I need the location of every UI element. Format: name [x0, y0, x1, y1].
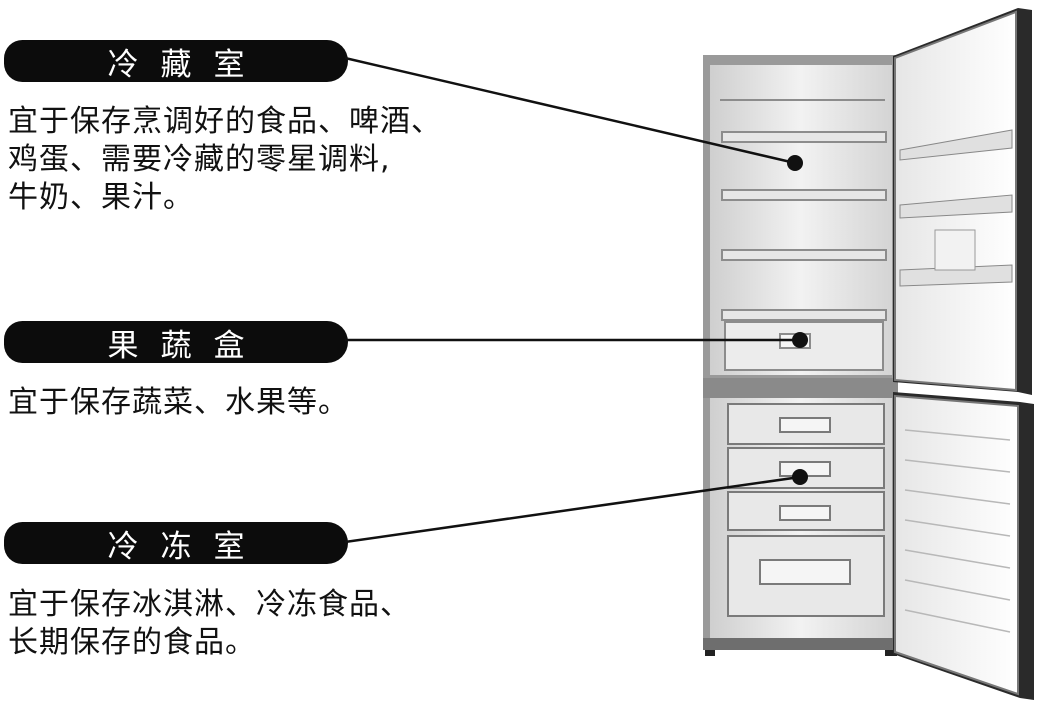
pointer-dot-refrigerator [787, 155, 803, 171]
leader-lines [344, 56, 801, 544]
description-line: 鸡蛋、需要冷藏的零星调料, [8, 142, 391, 177]
pointer-dot-freezer [792, 469, 808, 485]
leader-line-freezer [344, 475, 801, 544]
freezer-drawers [727, 403, 885, 617]
label-crisper: 果蔬盒 [4, 321, 348, 364]
fridge-upper-door [893, 8, 1032, 395]
leader-line-refrigerator [344, 56, 796, 165]
description-refrigerator: 宜于保存烹调好的食品、啤酒、 鸡蛋、需要冷藏的零星调料, 牛奶、果汁。 [8, 103, 442, 217]
label-refrigerator-text: 冷藏室 [107, 46, 267, 83]
fridge-lower-door [893, 392, 1034, 700]
description-line: 宜于保存蔬菜、水果等。 [8, 385, 349, 420]
label-refrigerator: 冷藏室 [4, 40, 348, 83]
description-line: 牛奶、果汁。 [8, 180, 194, 215]
description-line: 长期保存的食品。 [8, 625, 256, 660]
description-line: 宜于保存烹调好的食品、啤酒、 [8, 104, 442, 139]
description-freezer: 宜于保存冰淇淋、冷冻食品、 长期保存的食品。 [8, 586, 411, 662]
description-line: 宜于保存冰淇淋、冷冻食品、 [8, 587, 411, 622]
label-crisper-text: 果蔬盒 [107, 327, 267, 364]
pointer-dot-crisper [792, 332, 808, 348]
label-freezer: 冷冻室 [4, 522, 348, 565]
description-crisper: 宜于保存蔬菜、水果等。 [8, 384, 349, 422]
label-freezer-text: 冷冻室 [107, 528, 267, 565]
